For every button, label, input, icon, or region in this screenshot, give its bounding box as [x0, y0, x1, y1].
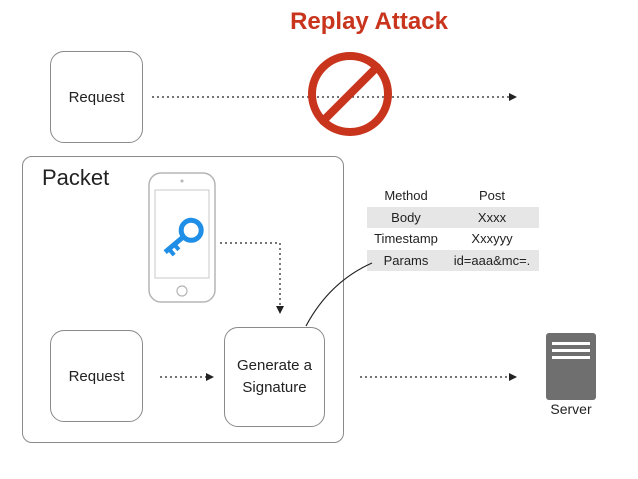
generate-signature-box: Generate a Signature: [224, 327, 325, 427]
packet-container: [22, 156, 344, 443]
server-icon: [546, 333, 596, 400]
packet-request-label: Request: [68, 367, 125, 385]
generate-line1: Generate a: [236, 357, 313, 374]
generate-line2: Signature: [242, 379, 307, 396]
table-value: Xxxyyy: [471, 231, 513, 247]
table-key: Params: [383, 252, 429, 268]
no-entry-icon: [308, 52, 392, 136]
table-value: Xxxx: [477, 209, 507, 225]
signature-table: Method Post Body Xxxx Timestamp Xxxyyy P…: [367, 185, 539, 271]
table-row: Params id=aaa&mc=.: [367, 249, 539, 271]
signature-table-connector: [305, 262, 373, 327]
table-key: Method: [384, 188, 428, 204]
key-to-signature-arrow: [220, 242, 284, 314]
key-icon: [163, 217, 204, 257]
table-key: Body: [391, 209, 421, 225]
top-request-label: Request: [68, 88, 125, 106]
server-label: Server: [550, 401, 592, 417]
packet-request-box: Request: [50, 330, 143, 422]
top-request-box: Request: [50, 51, 143, 143]
table-key: Timestamp: [374, 231, 438, 247]
diagram-title: Replay Attack: [290, 8, 448, 35]
packet-label: Packet: [42, 165, 110, 190]
table-row: Method Post: [367, 185, 539, 207]
table-value: id=aaa&mc=.: [453, 252, 531, 268]
table-row: Body Xxxx: [367, 206, 539, 228]
table-value: Post: [478, 188, 505, 204]
table-row: Timestamp Xxxyyy: [367, 228, 539, 250]
